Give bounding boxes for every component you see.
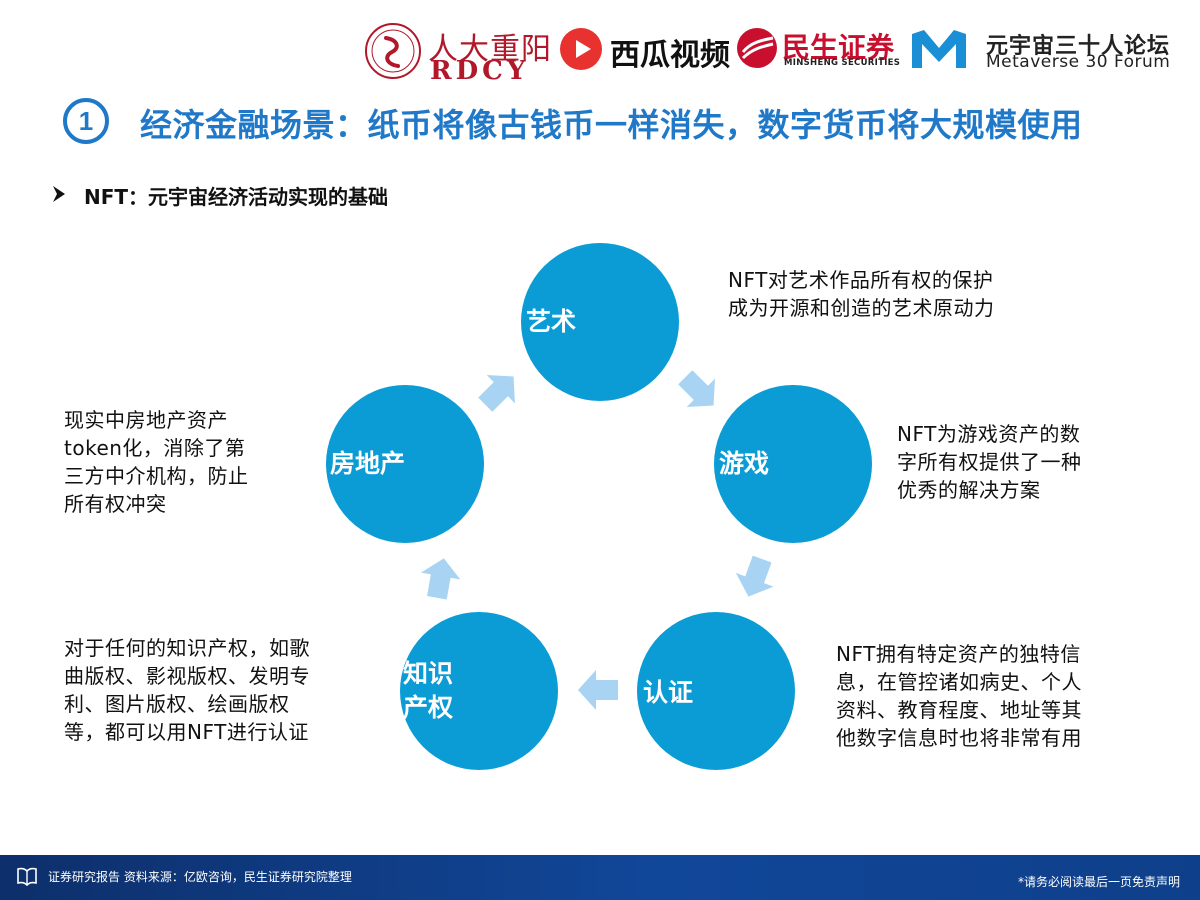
bullet-arrow-icon bbox=[53, 186, 65, 202]
flow-arrow-art-to-game bbox=[678, 370, 715, 407]
node-ip-circle bbox=[400, 612, 558, 770]
node-realestate-circle bbox=[326, 385, 484, 543]
node-art-label: 艺术 bbox=[526, 307, 577, 336]
node-art-description: NFT对艺术作品所有权的保护 成为开源和创造的艺术原动力 bbox=[728, 268, 995, 320]
node-game-description: NFT为游戏资产的数 字所有权提供了一种 优秀的解决方案 bbox=[897, 422, 1082, 502]
section-subtitle: NFT：元宇宙经济活动实现的基础 bbox=[84, 185, 389, 209]
flow-arrow-game-to-cert bbox=[735, 555, 774, 597]
node-game-label: 游戏 bbox=[719, 449, 770, 478]
node-certification-label: 认证 bbox=[643, 678, 694, 707]
minsheng-logo-icon bbox=[737, 28, 777, 68]
flow-arrow-realestate-to-art bbox=[478, 375, 515, 412]
node-certification-description: NFT拥有特定资产的独特信 息，在管控诸如病史、个人 资料、教育程度、地址等其 … bbox=[836, 642, 1082, 750]
rdcy-chinese-name: 人大重阳 bbox=[428, 32, 552, 67]
node-ip-description: 对于任何的知识产权，如歌 曲版权、影视版权、发明专 利、图片版权、绘画版权 等，… bbox=[64, 636, 310, 744]
node-ip-label: 知识 产权 bbox=[403, 659, 454, 722]
flow-arrow-ip-to-realestate bbox=[420, 558, 461, 600]
node-realestate-description: 现实中房地产资产 token化，消除了第 三方中介机构，防止 所有权冲突 bbox=[64, 408, 249, 516]
xigua-logo-text: 西瓜视频 bbox=[610, 38, 730, 73]
rdcy-seal-logo bbox=[365, 23, 421, 79]
node-realestate-label: 房地产 bbox=[330, 449, 406, 478]
page-title: 经济金融场景：纸币将像古钱币一样消失，数字货币将大规模使用 bbox=[140, 106, 1083, 144]
metaverse-forum-logo-icon bbox=[912, 30, 966, 68]
xigua-play-icon bbox=[560, 28, 602, 70]
minsheng-chinese-name: 民生证券 bbox=[782, 31, 895, 64]
forum-chinese-name: 元宇宙三十人论坛 bbox=[986, 34, 1171, 59]
forum-english-name: Metaverse 30 Forum bbox=[986, 52, 1171, 72]
section-number: 1 bbox=[79, 106, 93, 136]
book-icon bbox=[17, 867, 37, 886]
node-art-circle bbox=[521, 243, 679, 401]
flow-arrow-cert-to-ip bbox=[578, 670, 618, 710]
footer-bar bbox=[0, 855, 1200, 900]
rdcy-english-name: RDCY bbox=[430, 56, 530, 86]
node-game-circle bbox=[714, 385, 872, 543]
footer-disclaimer-link[interactable]: *请务必阅读最后一页免责声明 bbox=[1017, 875, 1180, 889]
minsheng-english-name: MINSHENG SECURITIES bbox=[784, 58, 901, 68]
node-certification-circle bbox=[637, 612, 795, 770]
section-number-badge: 1 bbox=[63, 98, 109, 144]
footer-source-text: 证券研究报告 资料来源：亿欧咨询，民生证券研究院整理 bbox=[48, 870, 352, 884]
